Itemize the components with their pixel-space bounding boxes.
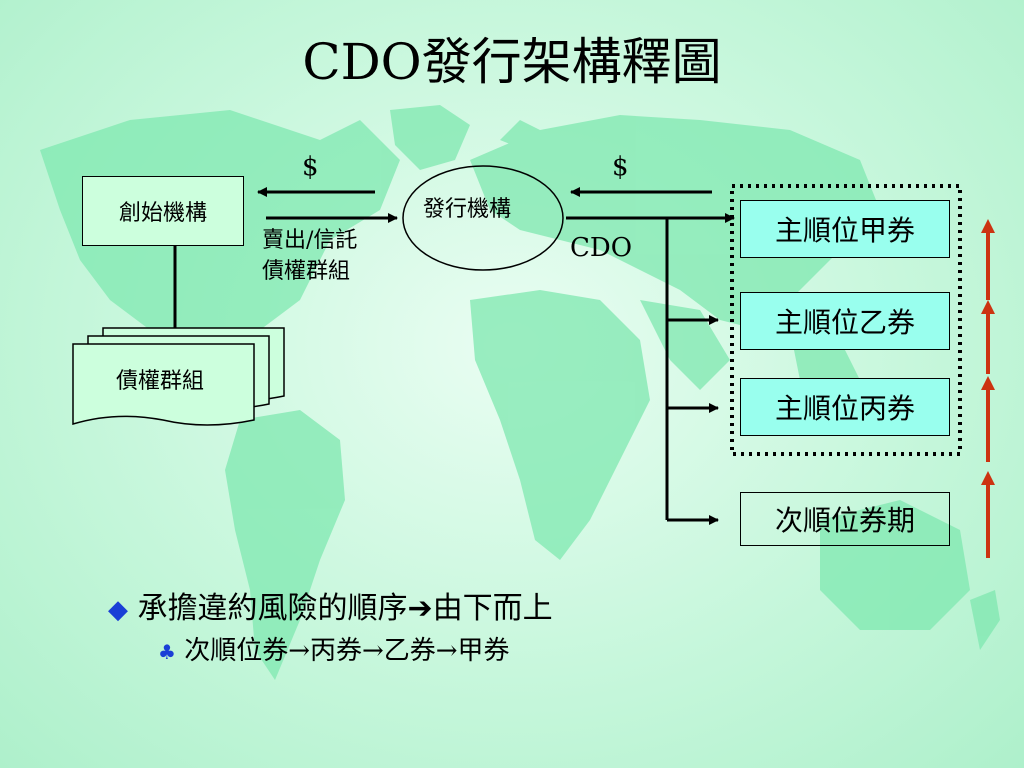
dollar-label-right: $ xyxy=(612,152,629,182)
right-arrow-icon: ➔ xyxy=(407,591,433,626)
main-bullet: ◆ 承擔違約風險的順序➔由下而上 xyxy=(108,583,553,627)
sell-trust-label-line2: 債權群組 xyxy=(262,259,351,284)
club-bullet-icon: ♣ xyxy=(158,640,176,664)
main-bullet-text: 承擔違約風險的順序 xyxy=(137,591,408,626)
diamond-bullet-icon: ◆ xyxy=(108,595,128,625)
sub-bullet-text: 次順位券→丙券→乙券→甲券 xyxy=(184,636,510,666)
dollar-label-left: $ xyxy=(302,152,319,182)
subordinate-label: 次順位券期 xyxy=(774,504,915,537)
main-bullet-tail: 由下而上 xyxy=(432,591,553,626)
cdo-label: CDO xyxy=(570,233,633,263)
issuer-ellipse xyxy=(402,165,564,271)
senior-c-label: 主順位丙券 xyxy=(774,392,915,425)
sell-trust-label-line1: 賣出/信託 xyxy=(262,228,358,253)
pool-document-stack xyxy=(72,327,285,426)
originator-label: 創始機構 xyxy=(118,201,207,226)
pool-label: 債權群組 xyxy=(116,369,205,394)
senior-c-tranche: 主順位丙券 xyxy=(740,378,950,436)
senior-b-label: 主順位乙券 xyxy=(774,306,915,339)
senior-a-label: 主順位甲券 xyxy=(774,214,915,247)
senior-b-tranche: 主順位乙券 xyxy=(740,292,950,350)
senior-tranche-group-border xyxy=(730,184,962,456)
senior-a-tranche: 主順位甲券 xyxy=(740,200,950,258)
issuer-label: 發行機構 xyxy=(423,197,512,222)
originator-box: 創始機構 xyxy=(82,176,244,246)
subordinate-tranche: 次順位券期 xyxy=(740,492,950,546)
page-title: CDO發行架構釋圖 xyxy=(302,33,722,91)
sub-bullet: ♣ 次順位券→丙券→乙券→甲券 xyxy=(158,630,510,667)
